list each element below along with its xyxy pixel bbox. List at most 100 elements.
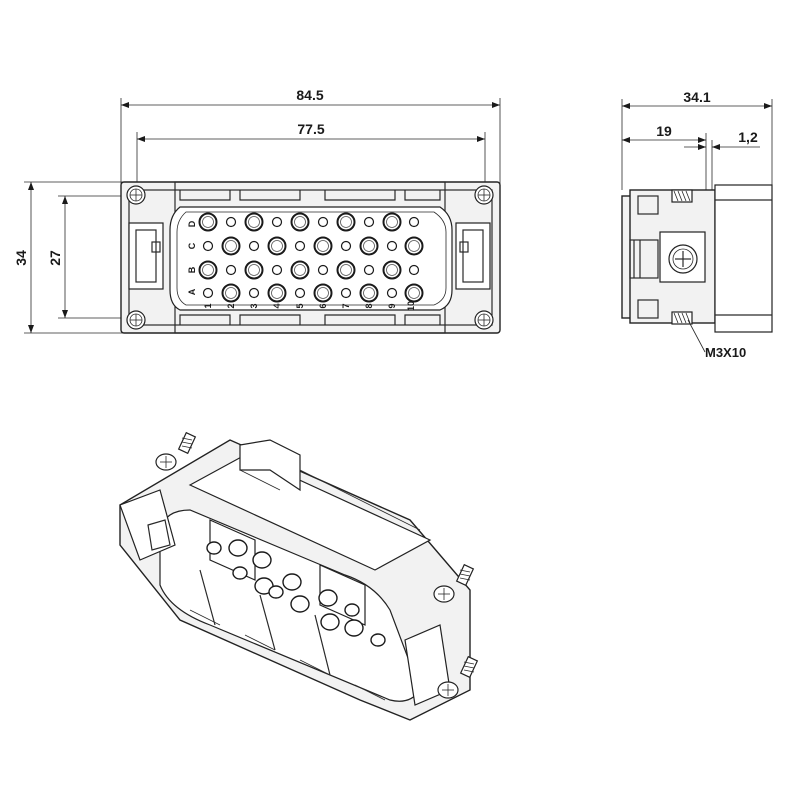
contact-pin-inner (202, 264, 214, 276)
contact-pin-inner (317, 287, 329, 299)
contact-pin (317, 264, 329, 276)
iso-screw-icon (155, 431, 197, 471)
contact-pin-inner (386, 264, 398, 276)
contact-pin (248, 287, 260, 299)
column-labels: 1 2 3 4 5 6 7 8 9 10 (203, 301, 416, 311)
iso-contact (232, 566, 248, 580)
contact-pin (294, 287, 306, 299)
column-label-4: 4 (272, 303, 282, 308)
contact-pin-inner (202, 216, 214, 228)
column-label-9: 9 (387, 303, 397, 308)
dim-label-19: 19 (656, 123, 672, 139)
column-label-10: 10 (406, 301, 416, 311)
iso-contact (290, 595, 310, 613)
iso-screw-icon (433, 563, 475, 603)
iso-contact (370, 633, 386, 647)
contact-pin-inner (294, 216, 306, 228)
contact-pin-inner (271, 240, 283, 252)
dimension-77-5: 77.5 (136, 121, 486, 190)
dimension-27: 27 (47, 195, 130, 319)
contact-pin (404, 283, 424, 303)
contact-pin (225, 264, 237, 276)
column-label-3: 3 (249, 303, 259, 308)
dim-label-1-2: 1,2 (738, 129, 758, 145)
contact-pin (221, 283, 241, 303)
contact-pin (290, 260, 310, 280)
iso-contact (318, 589, 338, 607)
contact-pin-inner (386, 216, 398, 228)
column-label-6: 6 (318, 303, 328, 308)
iso-contact (252, 551, 272, 569)
contact-pin (408, 216, 420, 228)
contact-pin (294, 240, 306, 252)
iso-contact (268, 585, 284, 599)
iso-contacts (206, 539, 386, 647)
front-view: 84.5 77.5 34 27 (13, 87, 501, 334)
contact-pin-inner (340, 216, 352, 228)
contact-pin (386, 287, 398, 299)
iso-screw-icon (437, 655, 479, 699)
corner-screw-icon (474, 185, 494, 205)
contact-pin (248, 240, 260, 252)
column-label-5: 5 (295, 303, 305, 308)
dimension-34-1: 34.1 (621, 89, 773, 190)
dimension-34: 34 (13, 181, 130, 334)
contact-pin-inner (408, 287, 420, 299)
contact-pin-inner (225, 287, 237, 299)
corner-screw-icon (474, 310, 494, 330)
contact-pin (382, 212, 402, 232)
column-label-1: 1 (203, 303, 213, 308)
screw-icon (671, 189, 693, 203)
contact-pin (202, 240, 214, 252)
contact-pin (336, 260, 356, 280)
isometric-view (119, 431, 479, 721)
dimension-1-2: 1,2 (684, 129, 760, 190)
dim-label-27: 27 (47, 250, 63, 266)
contact-pin (363, 216, 375, 228)
contact-pin-inner (294, 264, 306, 276)
contact-pin (271, 264, 283, 276)
contact-pin-inner (248, 216, 260, 228)
corner-screw-icon (126, 185, 146, 205)
contact-pin-inner (363, 240, 375, 252)
contact-pin-inner (317, 240, 329, 252)
dim-label-77-5: 77.5 (297, 121, 324, 137)
contact-pin (363, 264, 375, 276)
contact-pin (244, 260, 264, 280)
contact-pin (336, 212, 356, 232)
contact-pin (225, 216, 237, 228)
dim-label-34-1: 34.1 (683, 89, 710, 105)
screw-callout: M3X10 (705, 345, 746, 360)
row-label-d: D (187, 220, 197, 227)
contact-pin (313, 236, 333, 256)
contact-pin (313, 283, 333, 303)
dim-label-34: 34 (13, 250, 29, 266)
screw-icon (671, 311, 693, 325)
contact-pin-inner (408, 240, 420, 252)
row-label-b: B (187, 266, 197, 273)
iso-contact (344, 619, 364, 637)
contact-pin (267, 283, 287, 303)
row-label-a: A (187, 288, 197, 295)
contact-pin-inner (363, 287, 375, 299)
contact-pin (290, 212, 310, 232)
contact-pin (382, 260, 402, 280)
pin-field (198, 212, 424, 303)
iso-contact (282, 573, 302, 591)
contact-pin (404, 236, 424, 256)
dim-label-84-5: 84.5 (296, 87, 323, 103)
contact-pin (359, 236, 379, 256)
contact-pin (221, 236, 241, 256)
contact-pin (340, 287, 352, 299)
row-label-c: C (187, 242, 197, 249)
contact-pin-inner (225, 240, 237, 252)
side-view: 34.1 19 1,2 (621, 89, 773, 360)
contact-pin-inner (271, 287, 283, 299)
column-label-8: 8 (364, 303, 374, 308)
contact-pin-inner (248, 264, 260, 276)
contact-pin (317, 216, 329, 228)
locking-screw-icon (668, 244, 698, 274)
corner-screw-icon (126, 310, 146, 330)
contact-pin (267, 236, 287, 256)
